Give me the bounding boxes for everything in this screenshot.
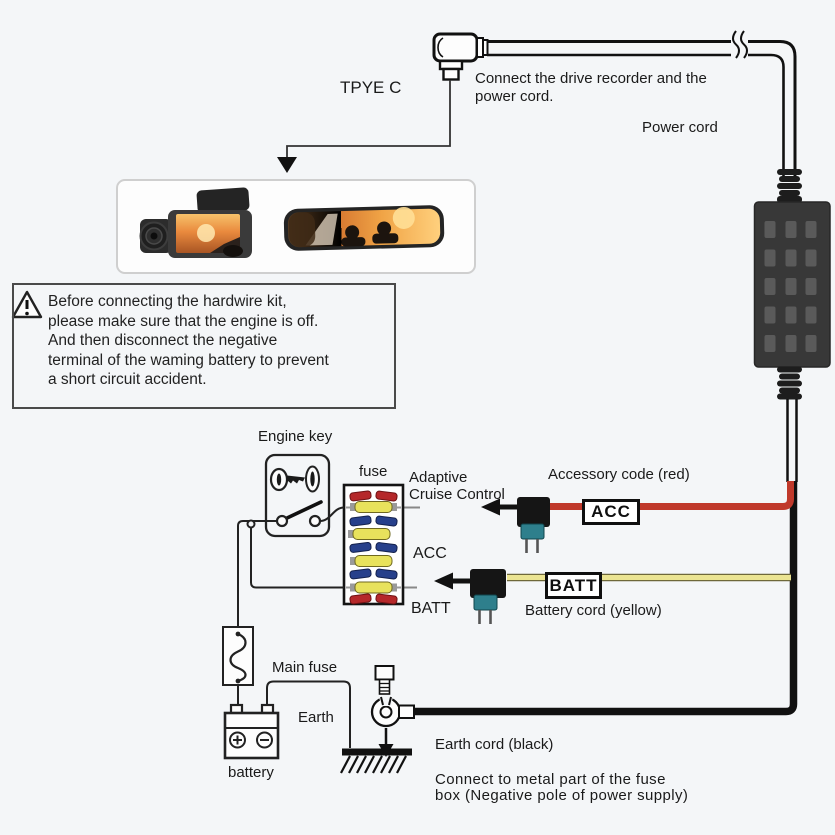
screw-icon [374, 665, 395, 681]
power-cord-label: Power cord [642, 119, 718, 136]
car-fuse-box [342, 483, 420, 606]
strain-relief-top [777, 169, 802, 203]
batt-fuse-tap [434, 569, 506, 624]
warning-icon [11, 290, 43, 319]
fuse-label: fuse [359, 463, 388, 480]
connect-metal-line1: Connect to metal part of the fuse [435, 771, 666, 788]
main-fuse-label: Main fuse [272, 659, 338, 676]
warning-line-5: a short circuit accident. [48, 371, 207, 388]
main-fuse [222, 626, 254, 686]
module-slots [764, 221, 817, 352]
strain-relief-bottom [777, 366, 802, 400]
product-image [116, 179, 476, 274]
batt-wire-tag: BATT [545, 572, 602, 599]
connect-metal-line2: box (Negative pole of power supply) [435, 787, 689, 804]
ignition-wiring [237, 506, 351, 748]
type-c-connector-icon [432, 32, 489, 81]
adaptive-cruise-line2: Cruise Control [409, 486, 505, 503]
warning-line-3: And then disconnect the negative [48, 332, 278, 349]
hardwire-kit-module [753, 169, 831, 482]
earth-label: Earth [298, 709, 334, 726]
warning-box [12, 283, 396, 409]
warning-line-1: Before connecting the hardwire kit, [48, 293, 287, 310]
pointer-arrow-to-product [277, 80, 451, 173]
acc-wire-tag: ACC [582, 499, 640, 525]
earth-wire [414, 481, 798, 716]
acc-row-label: ACC [413, 545, 447, 562]
accessory-wire [550, 481, 794, 510]
engine-key-label: Engine key [258, 428, 333, 445]
warning-line-2: please make sure that the engine is off. [48, 312, 319, 330]
battery-label: battery [228, 764, 274, 781]
warning-line-4: terminal of the waming battery to preven… [48, 351, 329, 369]
type-c-label: TPYE C [340, 78, 402, 97]
key-icon [286, 475, 305, 484]
battery-icon [223, 703, 280, 760]
connect-note-line1: Connect the drive recorder and the [475, 70, 707, 87]
accessory-code-label: Accessory code (red) [548, 466, 690, 483]
dashcam-front-unit [139, 187, 252, 258]
connect-note-line2: power cord. [475, 88, 554, 105]
earth-screw-terminal [370, 665, 415, 757]
engine-key-switch [264, 453, 331, 538]
power-cord-cable [487, 30, 797, 176]
earth-cord-label: Earth cord (black) [435, 736, 554, 753]
acc-fuse-tap [481, 497, 550, 553]
dashcam-mirror-unit [283, 205, 445, 251]
batt-row-label: BATT [411, 600, 451, 617]
adaptive-cruise-line1: Adaptive [409, 469, 468, 486]
battery-cord-label: Battery cord (yellow) [525, 602, 662, 619]
ground-symbol [340, 748, 412, 774]
